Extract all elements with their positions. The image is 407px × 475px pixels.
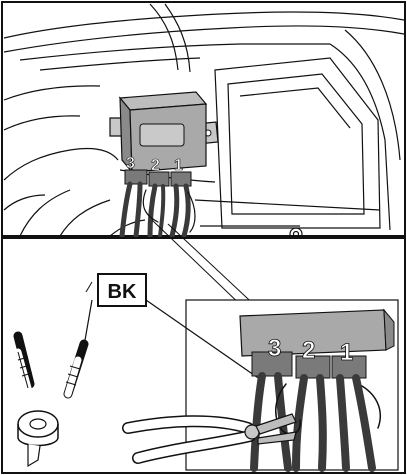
top-connector-3-label: 3	[126, 155, 135, 172]
top-panel: 3 2 1	[2, 2, 405, 240]
bottom-panel: BK 3 2 1	[2, 220, 405, 473]
top-connector-2-label: 2	[151, 157, 160, 174]
detail-connector-3-label: 3	[268, 335, 281, 362]
detail-connector-2-label: 2	[302, 337, 315, 364]
wire-color-label: BK	[108, 281, 137, 303]
top-connector-1-label: 1	[174, 157, 183, 174]
detail-connector-1-label: 1	[340, 339, 353, 366]
